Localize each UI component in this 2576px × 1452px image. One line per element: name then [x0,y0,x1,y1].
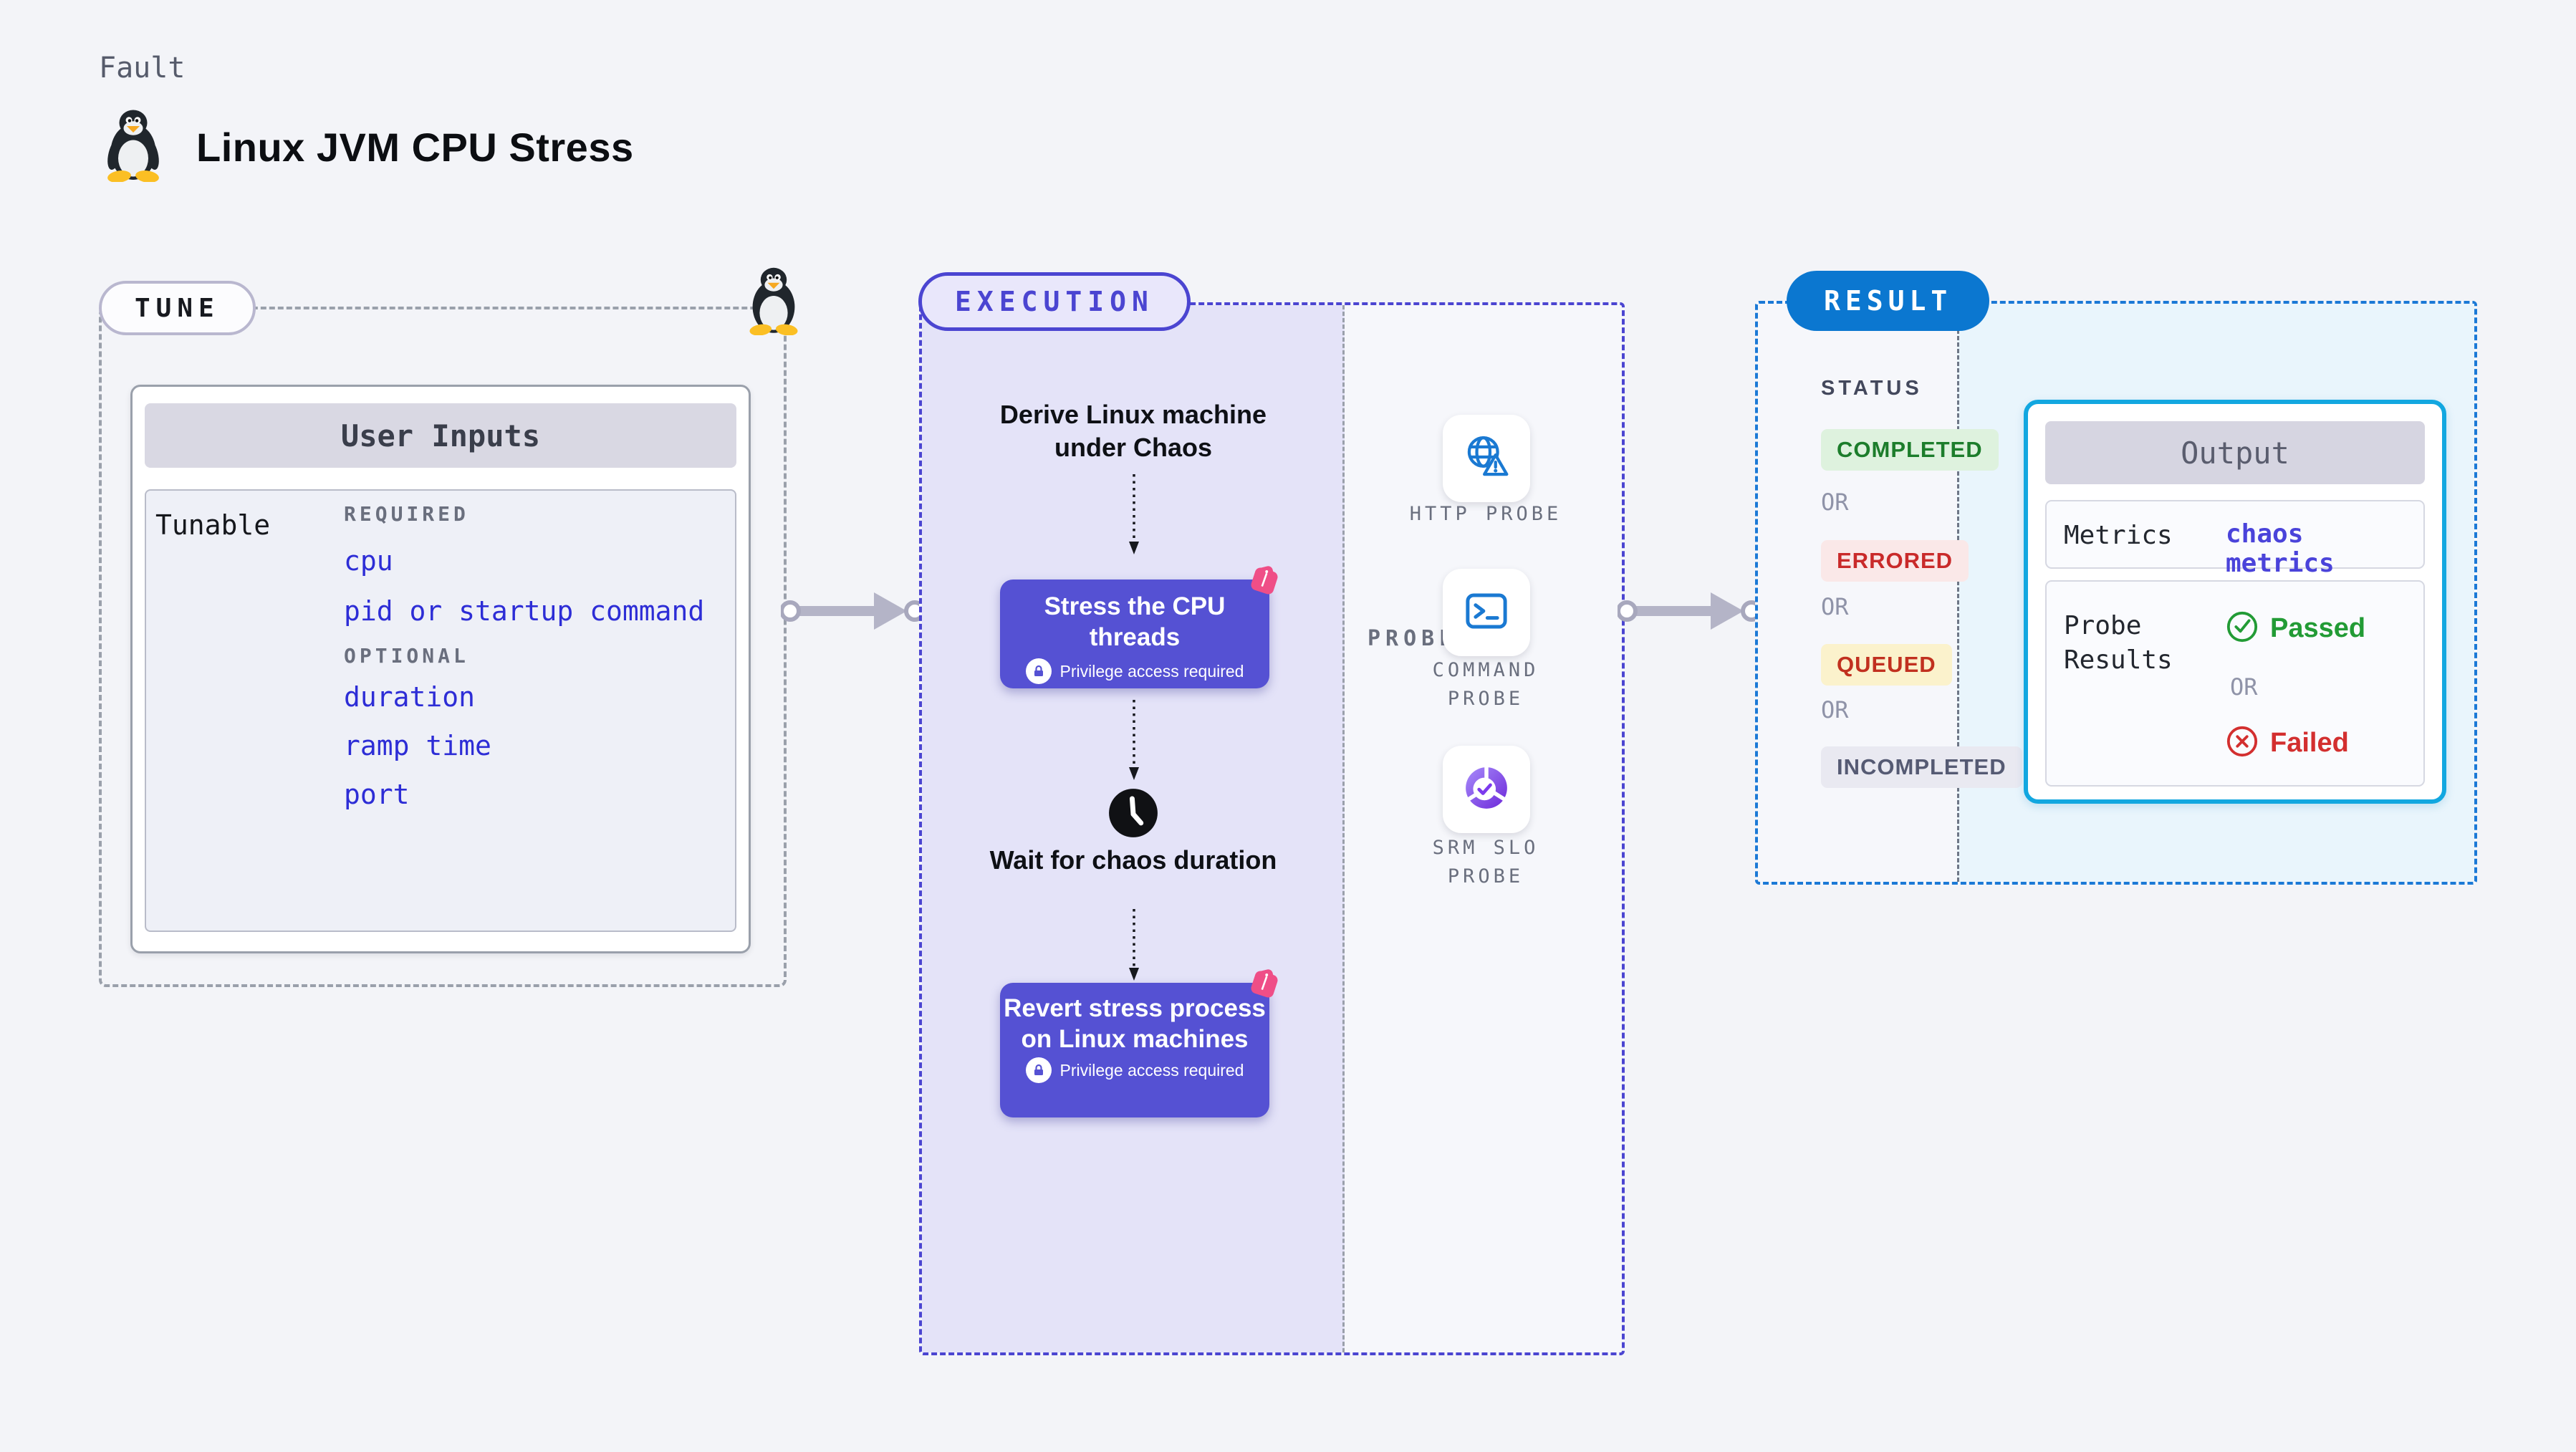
input-link-duration[interactable]: duration [344,681,476,713]
status-badge-errored: ERRORED [1821,540,1969,582]
or-separator: OR [1821,696,1849,723]
page-title: Linux JVM CPU Stress [196,125,634,170]
output-card: Output Metrics chaos metrics Probe Resul… [2024,400,2446,804]
input-link-cpu[interactable]: cpu [344,545,393,577]
arrow-execution-to-result [1616,588,1762,634]
metrics-label: Metrics [2064,521,2173,550]
stress-privilege-note: Privilege access required [1059,661,1244,681]
user-inputs-body [145,489,736,932]
or-separator: OR [1821,593,1849,620]
slo-donut-icon [1463,764,1510,815]
metrics-value-link[interactable]: chaos metrics [2226,519,2335,578]
wait-step-text: Wait for chaos duration [989,845,1277,875]
execution-section: Derive Linux machine under Chaos Stress … [919,302,1625,1355]
dotted-arrow [1128,700,1140,784]
required-label: REQUIRED [344,502,469,526]
stress-node-title: Stress the CPU threads [1044,592,1226,651]
tux-icon [100,109,166,186]
command-probe-label: COMMAND PROBE [1432,659,1539,710]
tune-section [99,307,787,987]
check-circle-icon [2226,610,2259,647]
output-header: Output [2045,421,2425,484]
terminal-icon [1463,587,1510,638]
input-link-pid-or-startup-command[interactable]: pid or startup command [344,595,705,627]
status-badge-completed: COMPLETED [1821,429,1999,471]
passed-result: Passed [2226,610,2365,647]
result-badge: RESULT [1787,271,1990,331]
fault-kind-label: Fault [99,52,186,85]
http-probe-label: HTTP PROBE [1409,503,1562,525]
tunable-label: Tunable [155,509,271,541]
stress-cpu-node[interactable]: Stress the CPU threads Privilege access … [1000,580,1269,688]
clock-icon [1107,787,1160,843]
x-circle-icon [2226,725,2259,761]
title-row: Linux JVM CPU Stress [100,109,634,186]
optional-label: OPTIONAL [344,644,469,668]
probe-results-label: Probe Results [2064,611,2173,675]
or-separator: OR [2230,673,2258,701]
probe-results-row: Probe Results Passed OR F [2045,580,2425,787]
chaos-icon [1246,966,1283,1003]
or-separator: OR [1821,489,1849,516]
input-link-port[interactable]: port [344,779,410,810]
globe-alert-icon [1462,433,1511,485]
chaos-icon [1246,562,1283,600]
metrics-row: Metrics chaos metrics [2045,500,2425,578]
lock-icon [1025,658,1052,684]
failed-label: Failed [2270,728,2349,758]
dotted-arrow [1128,474,1140,558]
lock-icon [1025,1057,1052,1083]
input-link-ramp-time[interactable]: ramp time [344,730,491,761]
revert-stress-node[interactable]: Revert stress process on Linux machines … [1000,983,1269,1117]
dotted-arrow [1128,909,1140,984]
failed-result: Failed [2226,725,2349,761]
derive-step-text: Derive Linux machine under Chaos [999,400,1267,462]
tux-icon-small [744,266,804,339]
revert-privilege-note: Privilege access required [1059,1060,1244,1080]
passed-label: Passed [2270,613,2366,643]
http-probe-card[interactable] [1443,415,1530,502]
user-inputs-header: User Inputs [145,403,736,468]
command-probe-card[interactable] [1443,569,1530,656]
execution-flow-panel: Derive Linux machine under Chaos Stress … [922,305,1345,1352]
status-label: STATUS [1821,377,1923,400]
execution-badge: EXECUTION [918,272,1191,331]
arrow-tune-to-execution [779,588,926,634]
status-badge-queued: QUEUED [1821,644,1952,686]
srm-slo-probe-label: SRM SLO PROBE [1432,837,1539,888]
revert-node-title: Revert stress process on Linux machines [1004,994,1266,1053]
srm-slo-probe-card[interactable] [1443,746,1530,833]
status-badge-incompleted: INCOMPLETED [1821,746,2022,788]
tune-badge: TUNE [99,281,256,335]
